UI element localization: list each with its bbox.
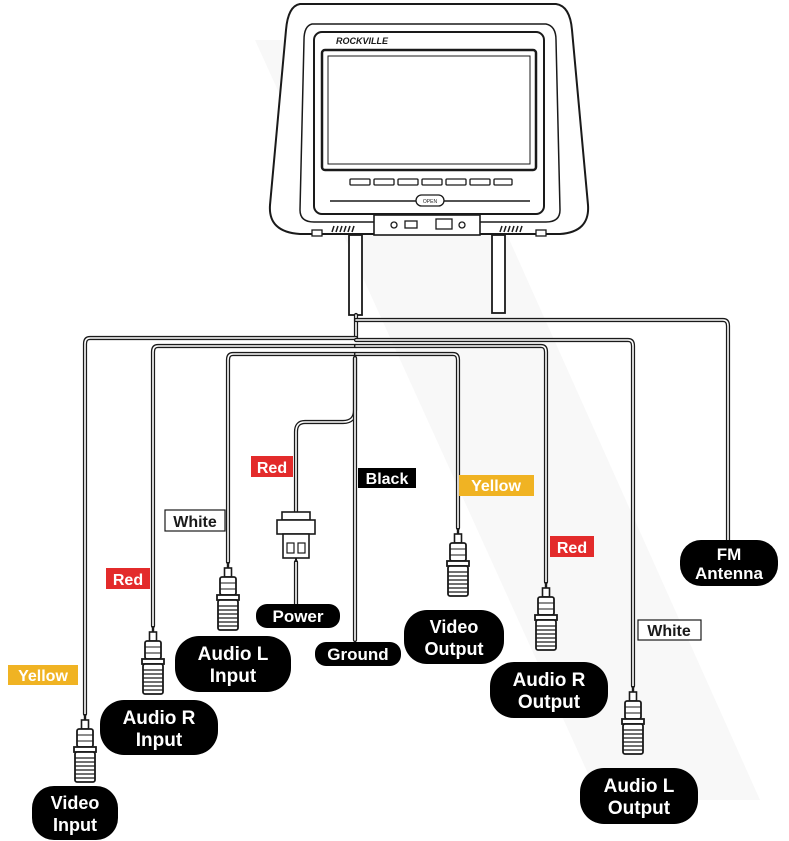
power-connector <box>276 511 316 562</box>
color-tag-ground: Black <box>358 468 416 488</box>
label-audio-r-input: Audio R Input <box>100 700 218 755</box>
open-button-label: OPEN <box>423 199 438 205</box>
color-tag-audio-l-input: White <box>164 509 226 532</box>
svg-text:Ground: Ground <box>327 645 388 664</box>
svg-text:Red: Red <box>257 460 287 477</box>
rca-plug-audio-r-input <box>140 624 166 696</box>
svg-text:Audio R: Audio R <box>123 708 196 729</box>
label-audio-l-input: Audio L Input <box>175 636 291 692</box>
rca-plug-video-input <box>72 712 98 784</box>
svg-text:Output: Output <box>425 639 484 659</box>
control-button[interactable] <box>469 178 491 186</box>
svg-text:Output: Output <box>608 798 671 819</box>
rca-plug-audio-l-input <box>215 560 241 632</box>
headrest-post-right <box>491 234 506 314</box>
vent-right <box>499 225 523 233</box>
svg-text:Antenna: Antenna <box>695 564 764 583</box>
svg-text:Input: Input <box>136 730 183 751</box>
color-tag-video-input: Yellow <box>8 665 78 685</box>
svg-text:Yellow: Yellow <box>18 668 68 685</box>
headrest-post-left <box>348 234 363 316</box>
label-audio-r-output: Audio R Output <box>490 662 608 718</box>
svg-text:Audio L: Audio L <box>198 644 269 665</box>
label-ground: Ground <box>315 642 401 666</box>
label-audio-l-output: Audio L Output <box>580 768 698 824</box>
rca-plug-video-output <box>445 526 471 598</box>
open-button[interactable] <box>415 194 445 207</box>
port <box>435 218 453 230</box>
color-tag-audio-r-input: Red <box>106 568 150 589</box>
port-panel <box>373 214 481 236</box>
svg-text:Red: Red <box>557 540 587 557</box>
svg-text:Input: Input <box>210 666 257 687</box>
control-button[interactable] <box>349 178 371 186</box>
control-button[interactable] <box>397 178 419 186</box>
label-fm-antenna: FM Antenna <box>680 540 778 586</box>
vent-left <box>331 225 355 233</box>
control-button[interactable] <box>421 178 443 186</box>
port <box>404 220 418 229</box>
svg-text:Red: Red <box>113 572 143 589</box>
svg-text:Video: Video <box>51 793 100 813</box>
control-button[interactable] <box>445 178 467 186</box>
label-video-input: Video Input <box>32 786 118 840</box>
port <box>458 221 466 229</box>
svg-text:Black: Black <box>366 471 409 488</box>
color-tag-audio-r-output: Red <box>550 536 594 557</box>
label-video-output: Video Output <box>404 610 504 664</box>
svg-text:FM: FM <box>717 545 742 564</box>
control-button[interactable] <box>373 178 395 186</box>
color-tag-power: Red <box>251 456 293 477</box>
color-tag-audio-l-output: White <box>637 619 702 641</box>
headrest-clip <box>311 229 323 237</box>
svg-text:Audio R: Audio R <box>513 670 586 691</box>
port <box>390 221 398 229</box>
svg-text:White: White <box>647 623 691 640</box>
svg-text:Video: Video <box>430 617 479 637</box>
svg-text:Power: Power <box>272 607 323 626</box>
svg-text:Audio L: Audio L <box>604 776 675 797</box>
color-tag-video-output: Yellow <box>459 475 534 496</box>
wiring-harness <box>82 312 731 717</box>
svg-text:Output: Output <box>518 692 581 713</box>
control-button[interactable] <box>493 178 513 186</box>
brand-logo: ROCKVILLE <box>336 36 389 46</box>
svg-text:Yellow: Yellow <box>471 478 521 495</box>
control-buttons <box>349 178 513 186</box>
svg-text:Input: Input <box>53 815 97 835</box>
svg-text:White: White <box>173 514 217 531</box>
headrest-clip <box>535 229 547 237</box>
headrest-monitor: ROCKVILLE OPEN <box>268 3 590 237</box>
label-power: Power <box>256 604 340 628</box>
